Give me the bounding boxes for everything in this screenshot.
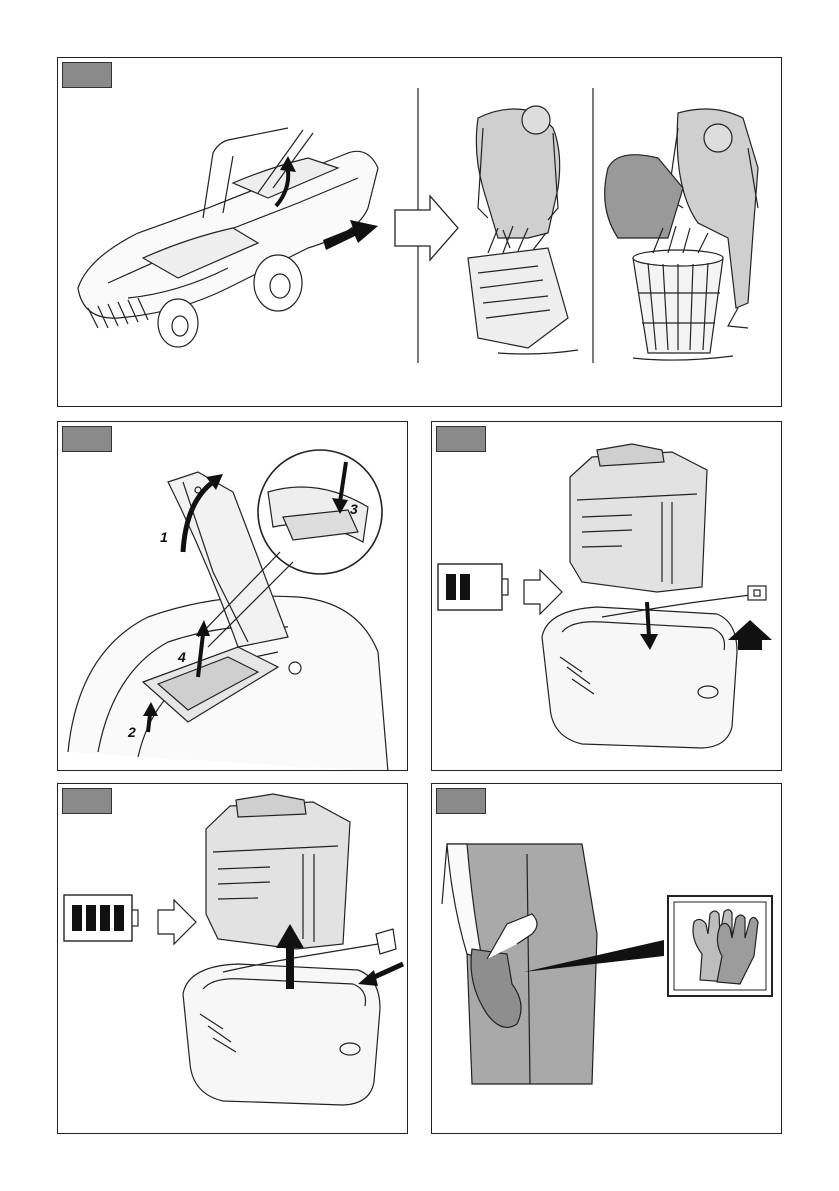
gloves-illustration bbox=[432, 784, 782, 1134]
full-battery-illustration bbox=[58, 784, 408, 1134]
mower-illustration bbox=[58, 58, 782, 407]
panel-charging-empty-battery bbox=[431, 421, 782, 771]
charging-illustration bbox=[432, 422, 782, 771]
step-number: 3 bbox=[350, 501, 358, 517]
step-number: 2 bbox=[127, 724, 136, 740]
panel-emptying-grass-bag bbox=[57, 57, 782, 407]
panel-removing-battery: 1 2 3 4 bbox=[57, 421, 408, 771]
gloves-icon bbox=[668, 896, 772, 996]
step-number: 1 bbox=[160, 529, 168, 545]
battery-low-icon bbox=[438, 564, 508, 610]
panel-full-battery-removal bbox=[57, 783, 408, 1134]
battery-full-icon bbox=[64, 895, 138, 941]
step-number: 4 bbox=[177, 649, 186, 665]
battery-compartment-illustration: 1 2 3 4 bbox=[58, 422, 408, 771]
panel-wear-gloves bbox=[431, 783, 782, 1134]
